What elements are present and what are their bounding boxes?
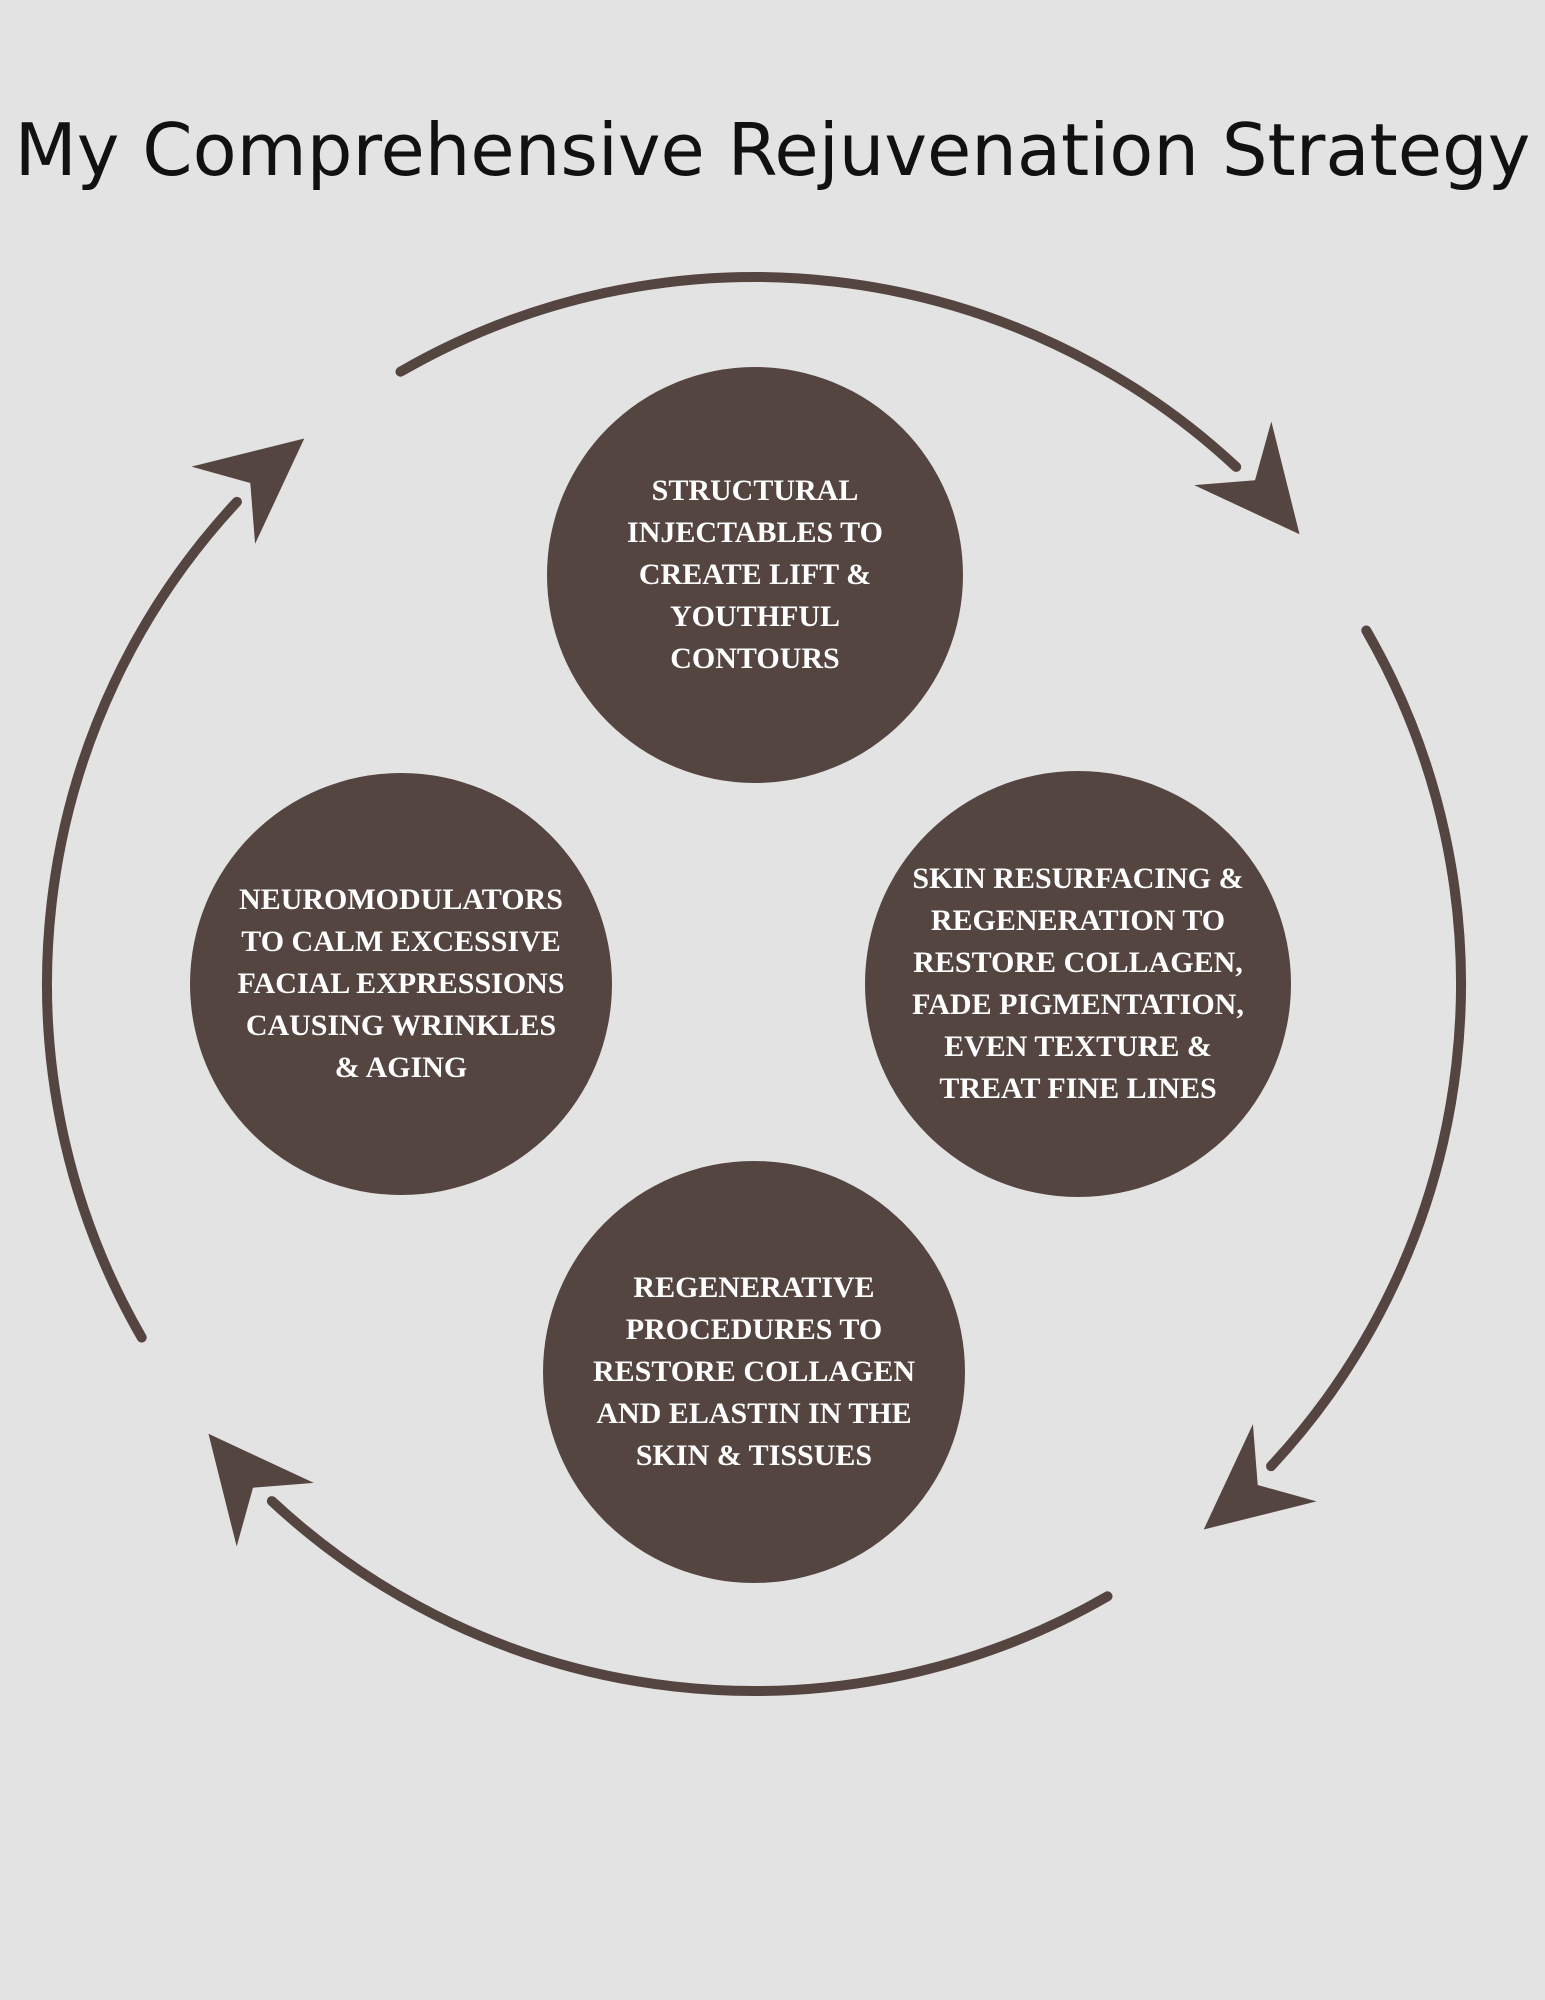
node-line: SKIN RESURFACING & — [912, 862, 1244, 895]
node-line: FADE PIGMENTATION, — [912, 988, 1244, 1021]
node-neuromodulators: NEUROMODULATORS TO CALM EXCESSIVE FACIAL… — [190, 773, 612, 1195]
node-line: AND ELASTIN IN THE — [596, 1397, 912, 1430]
node-line: REGENERATION TO — [930, 904, 1226, 937]
node-line: NEUROMODULATORS — [239, 883, 563, 916]
arrow-right-shaft — [1266, 625, 1466, 1472]
arrow-top-head-icon — [1194, 421, 1300, 535]
node-line: STRUCTURAL — [651, 474, 859, 507]
node-line: PROCEDURES TO — [625, 1313, 883, 1346]
node-line: & AGING — [334, 1051, 468, 1084]
arrow-bottom-head-icon — [208, 1433, 314, 1547]
node-line: RESTORE COLLAGEN, — [913, 946, 1243, 979]
arrow-left-head-icon — [191, 438, 305, 544]
page-title: My Comprehensive Rejuvenation Strategy — [14, 108, 1531, 192]
node-skin-resurfacing: SKIN RESURFACING & REGENERATION TO RESTO… — [865, 771, 1291, 1197]
node-line: TO CALM EXCESSIVE — [241, 925, 561, 958]
node-line: TREAT FINE LINES — [939, 1072, 1217, 1105]
node-line: EVEN TEXTURE & — [944, 1030, 1212, 1063]
node-line: RESTORE COLLAGEN — [592, 1355, 916, 1388]
node-regenerative-procedures: REGENERATIVE PROCEDURES TO RESTORE COLLA… — [543, 1161, 965, 1583]
arrow-left-shaft — [42, 496, 242, 1343]
node-line: INJECTABLES TO — [627, 516, 883, 549]
node-structural-injectables: STRUCTURAL INJECTABLES TO CREATE LIFT & … — [547, 367, 963, 783]
node-line: FACIAL EXPRESSIONS — [237, 967, 565, 1000]
node-line: CAUSING WRINKLES — [245, 1009, 557, 1042]
node-line: CONTOURS — [670, 642, 840, 675]
node-line: SKIN & TISSUES — [635, 1439, 873, 1472]
node-line: REGENERATIVE — [633, 1271, 875, 1304]
node-line: CREATE LIFT & — [638, 558, 872, 591]
node-line: YOUTHFUL — [669, 600, 840, 633]
arrow-bottom-shaft — [266, 1496, 1113, 1696]
arrow-top-shaft — [395, 272, 1242, 472]
arrow-right-head-icon — [1203, 1424, 1317, 1530]
